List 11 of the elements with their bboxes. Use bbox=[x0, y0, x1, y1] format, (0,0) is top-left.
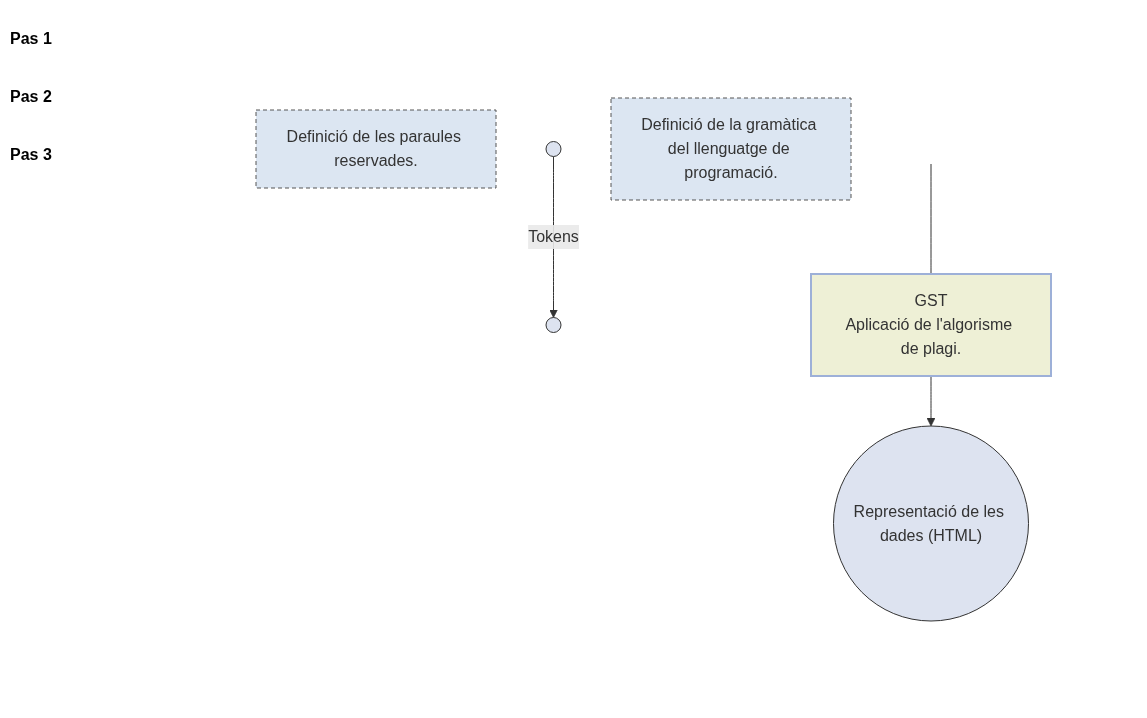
node-circle: Representació de les dades (HTML) bbox=[833, 425, 1029, 621]
node-box: GST Aplicació de l'algorisme de plagi. bbox=[810, 272, 1052, 377]
step-label: Pas 2 bbox=[10, 88, 53, 106]
node-circle bbox=[545, 316, 562, 333]
node-circle bbox=[545, 140, 562, 157]
step-label: Pas 1 bbox=[10, 30, 53, 48]
edge-label: Tokens bbox=[528, 227, 579, 245]
step-label: Pas 3 bbox=[10, 146, 53, 164]
node-box: Definició de la gramàtica del llenguatge de programació. bbox=[610, 97, 852, 200]
arrow bbox=[926, 375, 936, 426]
node-box: Definició de les paraules reservades. bbox=[255, 109, 497, 188]
